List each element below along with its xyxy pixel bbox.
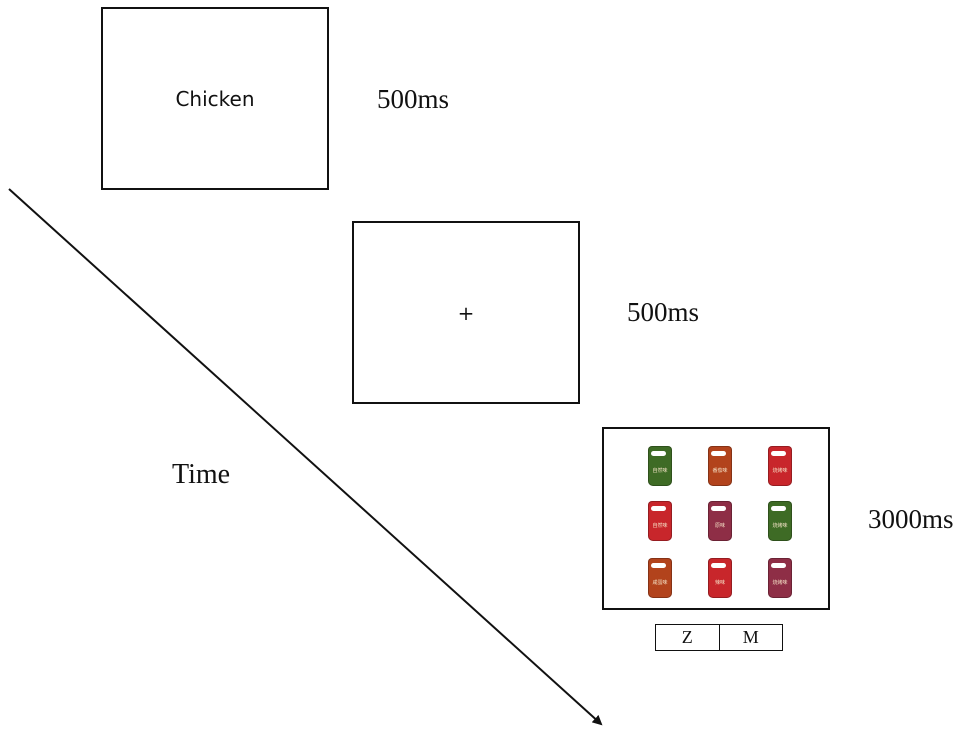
- fixation-duration: 500ms: [627, 297, 700, 327]
- brand-logo: [711, 451, 726, 456]
- response-key-m: M: [718, 625, 783, 650]
- brand-logo: [711, 506, 726, 511]
- word-cue-duration: 500ms: [377, 84, 450, 114]
- brand-logo: [651, 506, 666, 511]
- flavor-label: 自然味: [652, 468, 668, 474]
- flavor-label: 原味: [714, 523, 725, 529]
- brand-logo: [711, 563, 726, 568]
- brand-logo: [651, 451, 666, 456]
- chip-bag: 烧烤味: [768, 558, 792, 598]
- response-key-z: Z: [681, 627, 693, 647]
- response-keys: Z M: [655, 624, 783, 651]
- chip-bag: 原味: [708, 501, 732, 541]
- brand-logo: [771, 563, 786, 568]
- cue-word: Chicken: [175, 86, 255, 111]
- chip-bag: 咸蛋味: [648, 558, 672, 598]
- flavor-label: 烧烤味: [772, 468, 788, 474]
- time-label: Time: [172, 459, 231, 490]
- flavor-label: 辣味: [714, 580, 725, 586]
- flavor-label: 烧烤味: [772, 523, 788, 529]
- chip-bag: 自然味: [648, 446, 672, 486]
- brand-logo: [651, 563, 666, 568]
- product-grid: 自然味番茄味烧烤味自然味原味烧烤味咸蛋味辣味烧烤味: [636, 441, 796, 598]
- chip-bag: 自然味: [648, 501, 672, 541]
- chip-bag: 辣味: [708, 558, 732, 598]
- brand-logo: [771, 506, 786, 511]
- product-array-duration: 3000ms: [868, 504, 954, 534]
- flavor-label: 咸蛋味: [652, 580, 668, 586]
- flavor-label: 自然味: [652, 523, 668, 529]
- flavor-label: 烧烤味: [772, 580, 788, 586]
- chip-bag: 番茄味: [708, 446, 732, 486]
- fixation-cross: +: [457, 300, 475, 325]
- chip-bag: 烧烤味: [768, 446, 792, 486]
- brand-logo: [771, 451, 786, 456]
- product-array-frame: 自然味番茄味烧烤味自然味原味烧烤味咸蛋味辣味烧烤味: [602, 427, 830, 610]
- fixation-frame: +: [352, 221, 580, 404]
- flavor-label: 番茄味: [712, 468, 728, 474]
- word-cue-frame: Chicken: [101, 7, 329, 190]
- chip-bag: 烧烤味: [768, 501, 792, 541]
